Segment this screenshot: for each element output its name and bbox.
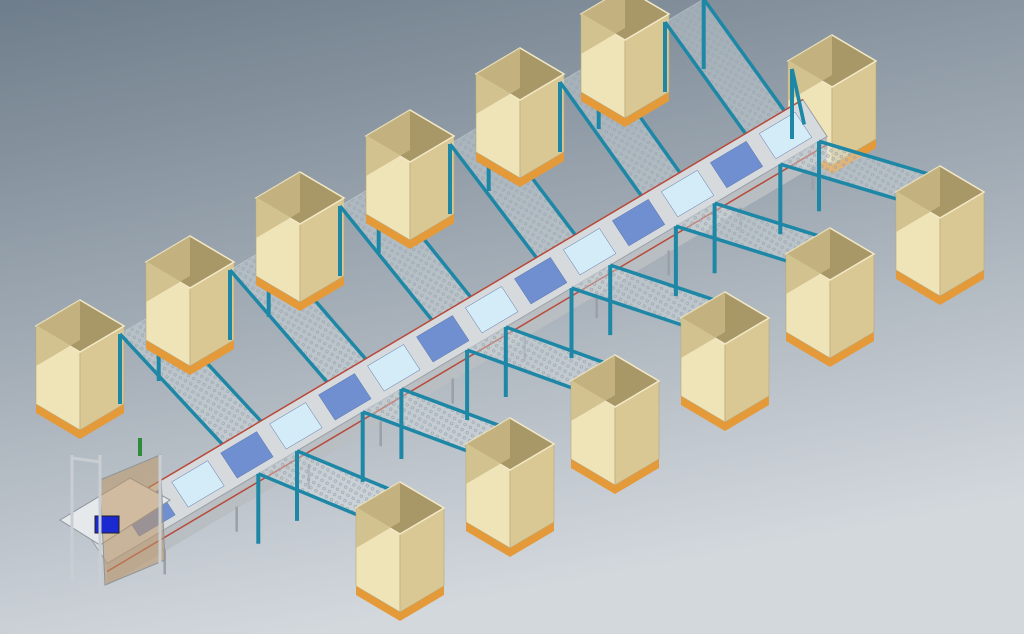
pallet bbox=[786, 332, 874, 367]
back-layer bbox=[34, 0, 878, 455]
front-layer bbox=[59, 68, 986, 621]
chute-rail bbox=[448, 142, 546, 269]
chute-rail bbox=[790, 68, 806, 125]
chute-rail bbox=[675, 224, 791, 264]
pallet bbox=[256, 276, 344, 311]
bin-inner-wall bbox=[366, 110, 410, 176]
roller-section bbox=[709, 140, 764, 189]
bin bbox=[464, 417, 556, 557]
stack-light bbox=[138, 438, 142, 456]
bin-inner-wall bbox=[466, 418, 510, 484]
bin-inner-wall bbox=[356, 482, 400, 548]
chute-rail bbox=[714, 201, 830, 241]
transfer-zone bbox=[367, 344, 421, 392]
bin bbox=[144, 235, 236, 375]
roller-section bbox=[514, 257, 568, 305]
chute-rail bbox=[505, 325, 615, 368]
chute-rail bbox=[296, 449, 400, 495]
bin-inner-wall bbox=[788, 35, 832, 101]
bin bbox=[354, 481, 446, 621]
pallet bbox=[36, 404, 124, 439]
bin-inner-wall bbox=[476, 48, 520, 114]
pallet bbox=[466, 522, 554, 557]
chute-rail bbox=[570, 286, 686, 328]
transfer-zone bbox=[465, 286, 519, 334]
pallet bbox=[146, 340, 234, 375]
chute bbox=[673, 201, 830, 297]
chute-rail bbox=[558, 80, 651, 207]
bin bbox=[34, 299, 126, 439]
bin-inner-wall bbox=[681, 292, 725, 358]
transfer-zone bbox=[563, 228, 617, 276]
chute bbox=[790, 68, 806, 139]
station-beam bbox=[71, 456, 101, 464]
bin bbox=[364, 109, 456, 249]
pallet bbox=[571, 459, 659, 494]
bin bbox=[254, 171, 346, 311]
bin bbox=[569, 354, 661, 494]
bin bbox=[784, 227, 876, 367]
chute-rail bbox=[818, 139, 940, 179]
chute-rail bbox=[663, 20, 755, 146]
chute-rail bbox=[257, 472, 361, 518]
pallet bbox=[896, 270, 984, 305]
bin bbox=[579, 0, 671, 127]
chute-rail bbox=[362, 410, 471, 454]
bin-inner-wall bbox=[146, 236, 190, 302]
chute bbox=[465, 325, 615, 420]
guide-rail bbox=[82, 98, 804, 528]
transfer-zone bbox=[660, 169, 715, 218]
transfer-zone bbox=[171, 460, 225, 508]
bin-inner-wall bbox=[256, 172, 300, 238]
pallet bbox=[366, 214, 454, 249]
chute bbox=[778, 139, 940, 235]
chute bbox=[360, 387, 510, 482]
bin-inner-wall bbox=[571, 355, 615, 421]
roller-section bbox=[220, 431, 274, 479]
bin-inner-wall bbox=[896, 166, 940, 232]
chute-rail bbox=[609, 263, 725, 305]
chute-rail bbox=[118, 332, 233, 455]
induction-station bbox=[59, 438, 171, 598]
chute-rail bbox=[779, 162, 901, 202]
roller-section bbox=[611, 199, 666, 247]
pallet bbox=[476, 152, 564, 187]
chute-rail bbox=[702, 0, 794, 123]
chute bbox=[256, 449, 400, 544]
chute-rail bbox=[400, 387, 510, 431]
bin bbox=[894, 165, 986, 305]
bin-inner-wall bbox=[786, 228, 830, 294]
chute-rail bbox=[338, 204, 442, 331]
pallet bbox=[581, 92, 669, 127]
bin-inner-wall bbox=[36, 300, 80, 366]
chute-rail bbox=[466, 348, 576, 391]
transfer-zone bbox=[269, 402, 323, 450]
chute-rail bbox=[228, 268, 337, 393]
bin bbox=[474, 47, 566, 187]
roller-section bbox=[318, 373, 372, 421]
chute bbox=[663, 0, 794, 146]
bin-inner-wall bbox=[581, 0, 625, 54]
station-panel bbox=[99, 454, 166, 586]
pallet bbox=[356, 586, 444, 621]
bin bbox=[679, 291, 771, 431]
pallet bbox=[681, 396, 769, 431]
roller-section bbox=[416, 315, 470, 363]
transfer-zone bbox=[758, 111, 813, 160]
